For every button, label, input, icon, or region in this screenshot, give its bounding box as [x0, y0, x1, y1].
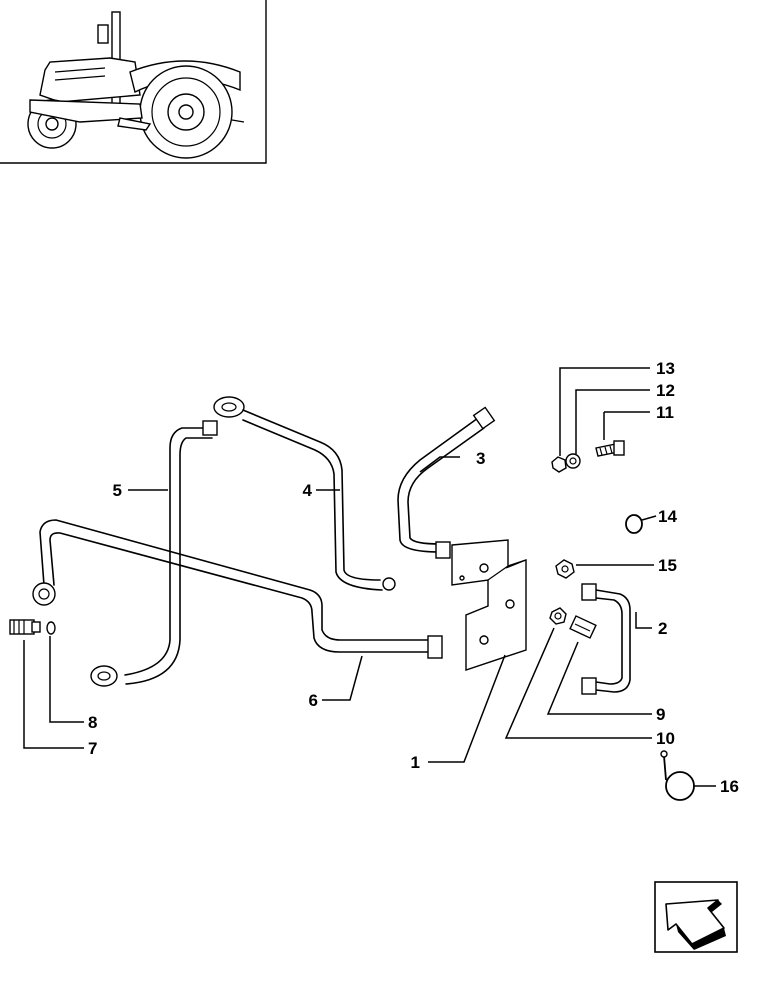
label-9: 9	[656, 705, 665, 724]
washer-8	[46, 621, 56, 635]
nut-15	[555, 559, 575, 579]
tube-3	[397, 406, 496, 559]
label-5: 5	[113, 481, 122, 500]
tractor-thumbnail-icon	[0, 0, 267, 164]
washer-12	[565, 453, 581, 469]
fitting-7	[9, 619, 41, 635]
label-4: 4	[303, 481, 313, 500]
bracket-1	[451, 539, 527, 671]
nut-13	[551, 456, 567, 473]
tube-5	[90, 420, 218, 687]
label-1: 1	[411, 753, 420, 772]
label-11: 11	[656, 403, 674, 422]
leader-lines	[23, 367, 716, 787]
label-7: 7	[88, 739, 97, 758]
bolt-11	[595, 440, 625, 457]
tube-6	[32, 519, 443, 659]
label-16: 16	[720, 777, 739, 796]
back-arrow-icon[interactable]	[654, 881, 738, 953]
nut-10	[549, 607, 567, 625]
label-15: 15	[658, 556, 677, 575]
label-8: 8	[88, 713, 97, 732]
adapter-9	[569, 615, 597, 639]
label-10: 10	[656, 729, 675, 748]
clamp-16	[660, 750, 695, 801]
clip-14	[625, 514, 643, 534]
label-14: 14	[658, 507, 677, 526]
label-6: 6	[309, 691, 318, 710]
label-12: 12	[656, 381, 675, 400]
label-2: 2	[658, 619, 667, 638]
tube-4	[213, 396, 396, 591]
label-13: 13	[656, 359, 675, 378]
u-tube-2	[581, 583, 631, 695]
label-3: 3	[476, 449, 485, 468]
